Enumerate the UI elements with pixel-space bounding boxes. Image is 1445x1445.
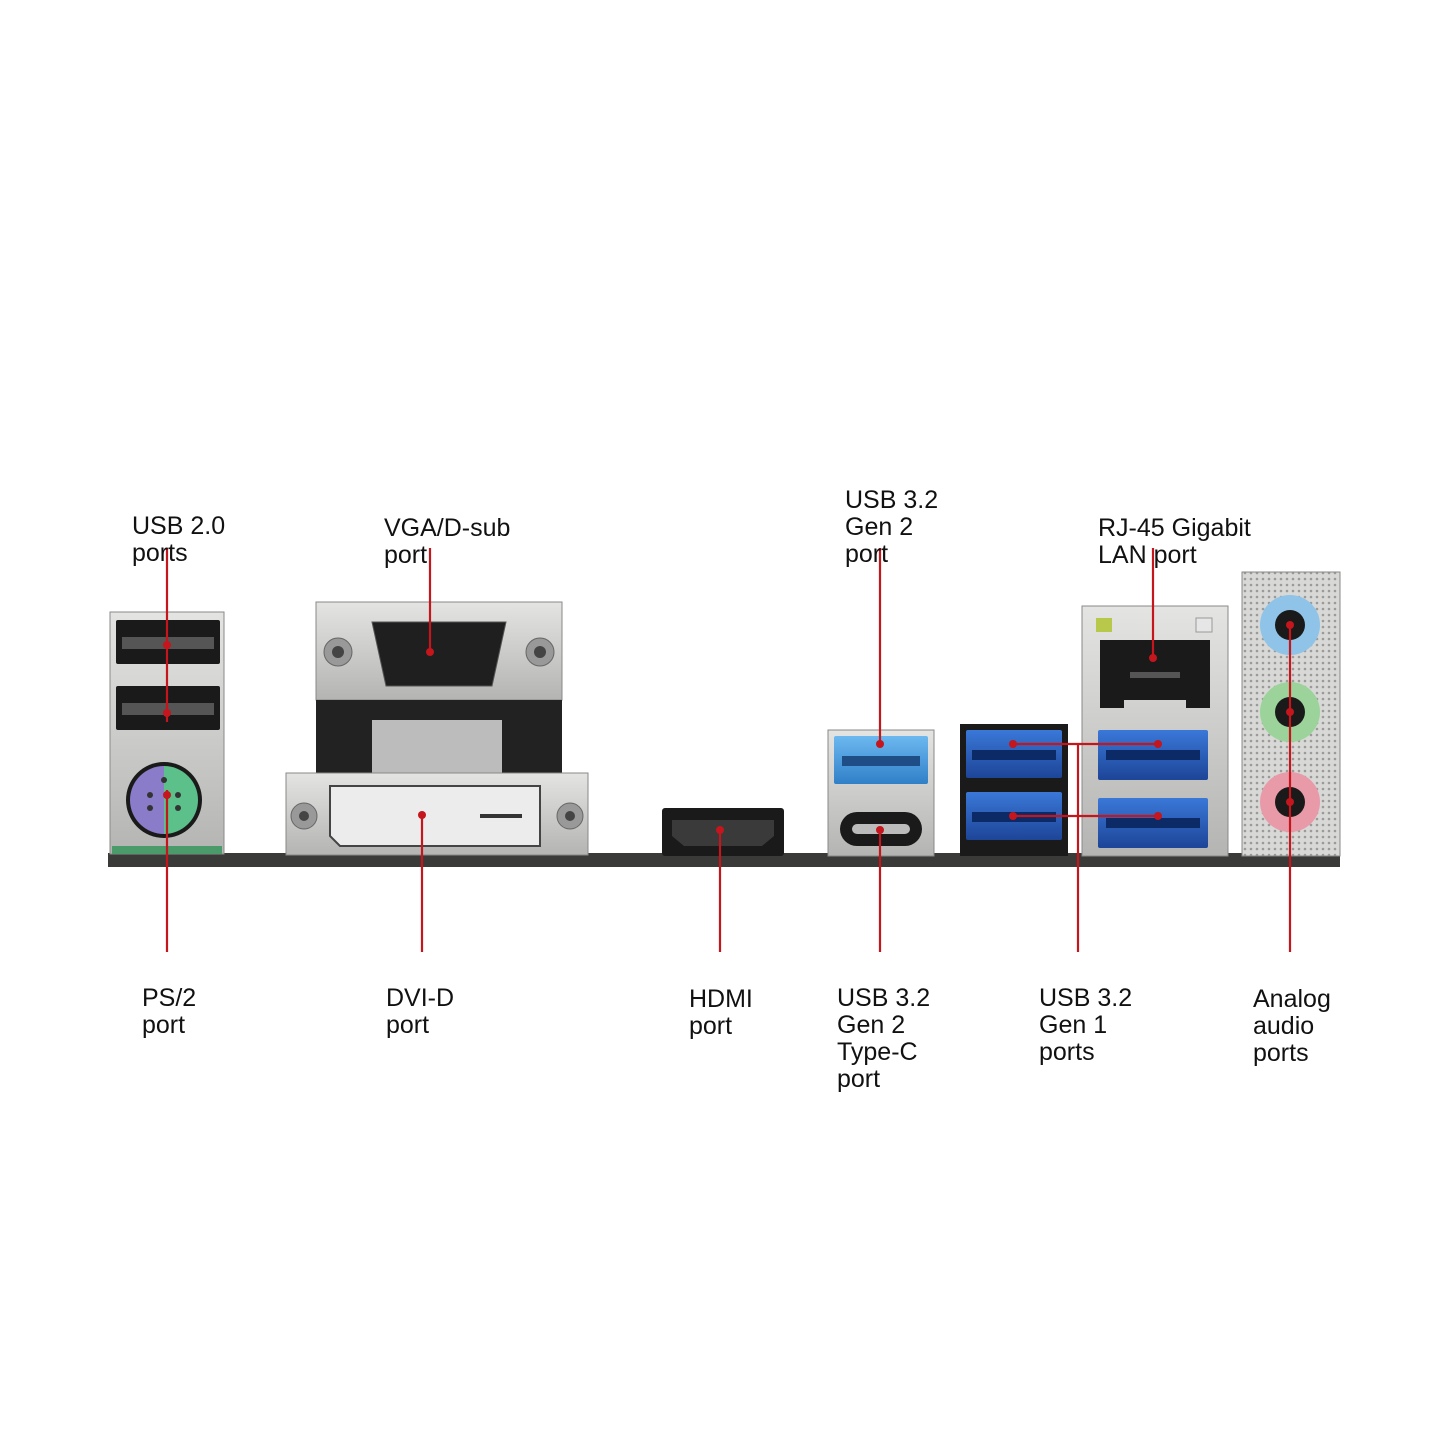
ps2-port-icon bbox=[126, 762, 202, 838]
lan-usb-stack bbox=[1081, 605, 1229, 857]
usb-a-port-icon bbox=[1098, 730, 1208, 780]
leader-dvi-dot bbox=[418, 811, 426, 819]
dvi-port-icon bbox=[285, 772, 589, 856]
usb-a-port-icon bbox=[966, 730, 1062, 778]
leader-usb20-dot bbox=[163, 709, 171, 717]
leader-usb-gen1-bottom-dot bbox=[1009, 812, 1017, 820]
motherboard-edge bbox=[108, 853, 1340, 867]
leader-audio-dot bbox=[1286, 708, 1294, 716]
vga-port-icon bbox=[315, 601, 563, 774]
leader-usb-c-dot bbox=[876, 826, 884, 834]
rj45-port-icon bbox=[1096, 617, 1213, 708]
leader-usb20-dot bbox=[163, 641, 171, 649]
usb-a-port-icon bbox=[1098, 798, 1208, 848]
leader-lines bbox=[163, 548, 1294, 952]
leader-audio-dot bbox=[1286, 621, 1294, 629]
usb-a-port-icon bbox=[834, 736, 928, 784]
leader-rj45-dot bbox=[1149, 654, 1157, 662]
leader-usb-gen1-top-dot bbox=[1154, 740, 1162, 748]
leader-hdmi-dot bbox=[716, 826, 724, 834]
leader-usb-gen1-bottom-dot bbox=[1154, 812, 1162, 820]
leader-audio-dot bbox=[1286, 798, 1294, 806]
leader-usb-gen1-top-dot bbox=[1009, 740, 1017, 748]
leader-vga-dot bbox=[426, 648, 434, 656]
leader-ps2-dot bbox=[163, 791, 171, 799]
leader-usb-gen2-dot bbox=[876, 740, 884, 748]
